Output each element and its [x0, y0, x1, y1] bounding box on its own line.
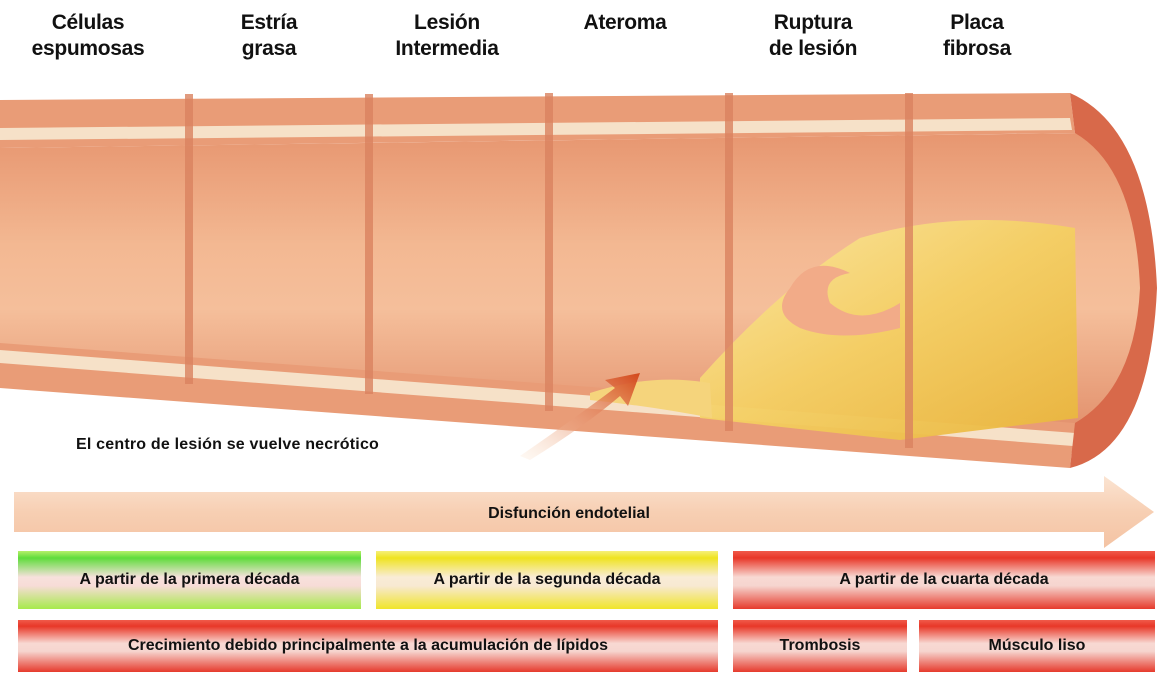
timeline-second-decade: A partir de la segunda década [376, 551, 718, 609]
mechanism-thrombosis: Trombosis [733, 620, 907, 672]
progression-label: Disfunción endotelial [14, 505, 1124, 523]
stage-label-fatty-streak: Estría grasa [194, 10, 344, 62]
necrotic-core-annotation: El centro de lesión se vuelve necrótico [76, 436, 379, 454]
segment-divider [905, 93, 913, 448]
mechanism-smooth-muscle: Músculo liso [919, 620, 1155, 672]
mechanism-lipid-accumulation: Crecimiento debido principalmente a la a… [18, 620, 718, 672]
segment-divider [545, 93, 553, 411]
stage-label-intermediate-lesion: Lesión Intermedia [372, 10, 522, 62]
timeline-fourth-decade: A partir de la cuarta década [733, 551, 1155, 609]
segment-divider [365, 94, 373, 394]
timeline-first-decade: A partir de la primera década [18, 551, 361, 609]
stage-label-foam-cells: Células espumosas [13, 10, 163, 62]
stage-label-atheroma: Ateroma [550, 10, 700, 36]
artery-illustration [0, 88, 1157, 488]
segment-divider [725, 93, 733, 431]
segment-divider [185, 94, 193, 384]
stage-label-fibrous-plaque: Placa fibrosa [902, 10, 1052, 62]
stage-label-lesion-rupture: Ruptura de lesión [738, 10, 888, 62]
